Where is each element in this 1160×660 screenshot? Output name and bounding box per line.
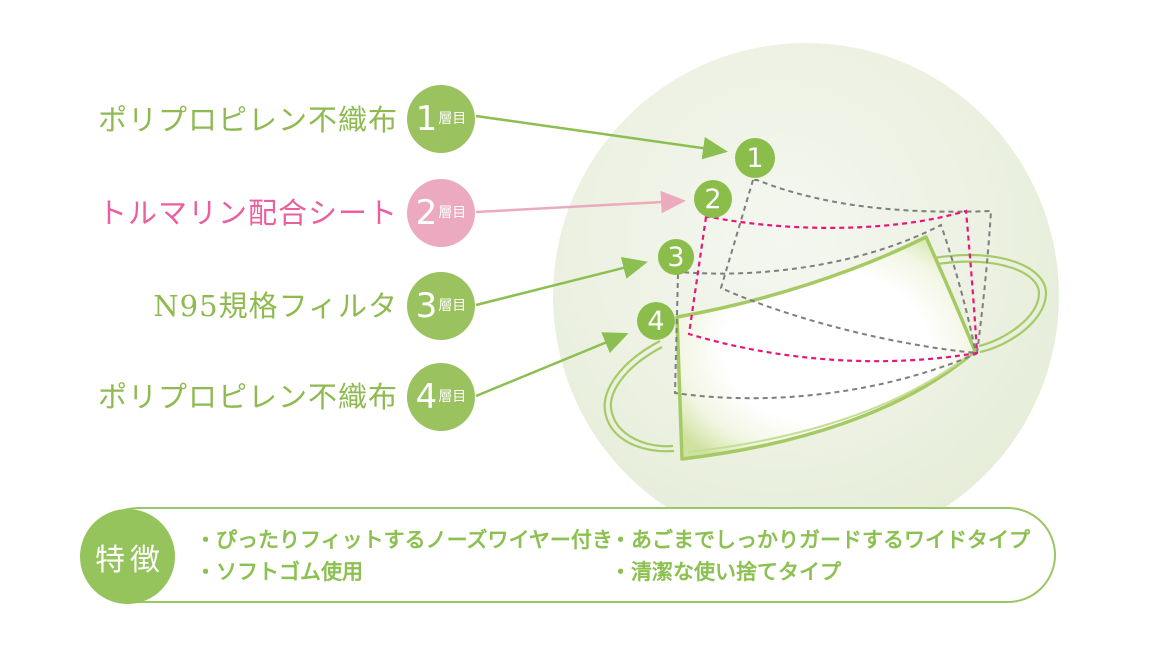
arrow-layer3 bbox=[475, 256, 648, 307]
layer4-label: ポリプロピレン不織布 bbox=[97, 380, 398, 414]
features-title-circle: 特徴 bbox=[80, 509, 175, 604]
mask-hem-line bbox=[687, 353, 971, 453]
arrow-layer4 bbox=[475, 332, 629, 398]
arrow-layer1 bbox=[475, 114, 728, 160]
right-ear-loop bbox=[933, 253, 1048, 354]
layer1-badge-suffix: 層目 bbox=[438, 111, 467, 127]
layer1-marker: 1 bbox=[735, 138, 775, 178]
layer4-badge-suffix: 層目 bbox=[438, 389, 467, 405]
layer3-badge: 3 層目 bbox=[407, 272, 475, 340]
layer3-badge-number: 3 bbox=[415, 286, 438, 326]
features-box bbox=[90, 507, 1056, 603]
layer2-outline-dashed bbox=[687, 209, 979, 363]
layer3-marker: 3 bbox=[658, 239, 694, 275]
layer1-label: ポリプロピレン不織布 bbox=[97, 103, 398, 137]
layer1-badge: 1 層目 bbox=[407, 85, 475, 153]
layer3-label: N95規格フィルタ bbox=[153, 289, 398, 323]
layer1-outline-dashed bbox=[719, 179, 993, 355]
layer3-outline-dashed bbox=[673, 223, 978, 400]
layer3-badge-suffix: 層目 bbox=[438, 298, 467, 314]
left-ear-loop bbox=[603, 340, 675, 453]
arrow-layer2 bbox=[475, 190, 686, 214]
mask-front-layer-outline bbox=[675, 235, 977, 461]
layer1-badge-number: 1 bbox=[415, 99, 438, 139]
layer2-label: トルマリン配合シート bbox=[97, 196, 398, 230]
layer2-badge: 2 層目 bbox=[407, 179, 475, 247]
layer2-badge-number: 2 bbox=[415, 193, 438, 233]
layer4-badge-number: 4 bbox=[415, 377, 438, 417]
layer4-marker: 4 bbox=[637, 302, 675, 340]
layer2-marker: 2 bbox=[694, 180, 732, 218]
layer4-badge: 4 層目 bbox=[407, 363, 475, 431]
feature-item-wide-type: ・あごまでしっかりガードするワイドタイプ bbox=[610, 528, 1030, 552]
feature-item-disposable: ・清潔な使い捨てタイプ bbox=[610, 560, 841, 584]
feature-item-soft-elastic: ・ソフトゴム使用 bbox=[195, 560, 363, 584]
feature-item-nose-wire: ・ぴったりフィットするノーズワイヤー付き bbox=[195, 528, 613, 552]
layer2-badge-suffix: 層目 bbox=[438, 205, 467, 221]
